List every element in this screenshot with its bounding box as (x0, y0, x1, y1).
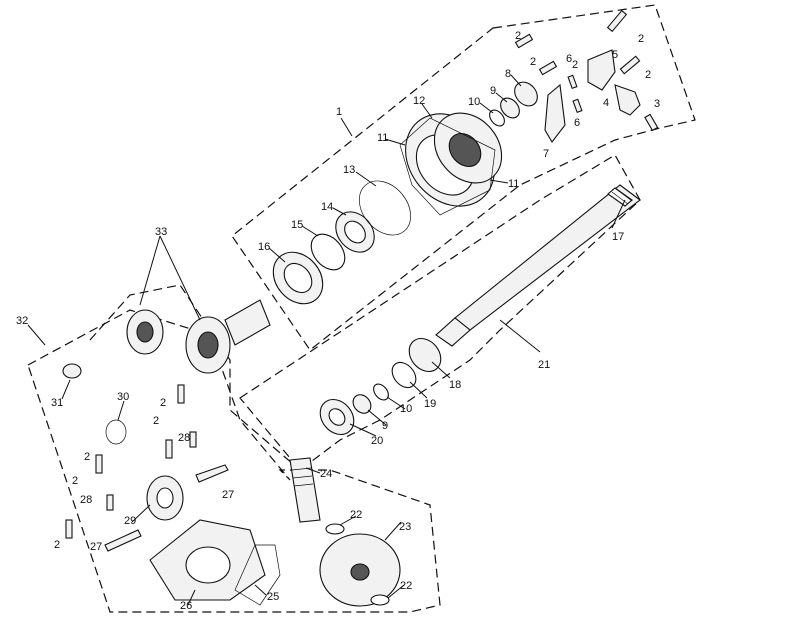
callout-13: 13 (343, 164, 355, 176)
leader-lines (27, 74, 626, 606)
callout-16: 16 (258, 241, 270, 253)
callout-6: 6 (566, 53, 572, 65)
bearing-16 (272, 251, 324, 305)
pin-6b (572, 98, 583, 114)
bracket-5 (587, 49, 616, 91)
callout-7: 7 (543, 148, 549, 160)
callout-5: 5 (612, 49, 618, 61)
callout-15: 15 (291, 219, 303, 231)
callout-29: 29 (124, 515, 136, 527)
bolts-2-left (65, 384, 185, 539)
callout-2: 2 (160, 397, 166, 409)
gasket-11 (399, 117, 496, 216)
callout-2: 2 (530, 56, 536, 68)
group-outline-1 (231, 4, 696, 351)
callout-22: 22 (400, 580, 412, 592)
housing-12 (405, 112, 503, 207)
callout-21: 21 (538, 359, 550, 371)
bracket-27a (195, 464, 229, 483)
callout-11: 11 (377, 132, 388, 144)
callout-26: 26 (180, 600, 192, 612)
callout-2: 2 (84, 451, 90, 463)
plate-7 (544, 83, 566, 143)
circlip-22b (370, 594, 390, 606)
callout-25: 25 (267, 591, 279, 603)
bolts-2-top (514, 9, 641, 76)
callout-11: 11 (508, 178, 519, 190)
callout-3: 3 (654, 98, 660, 110)
seal-8 (514, 81, 538, 107)
callout-22: 22 (350, 509, 362, 521)
callout-2: 2 (515, 30, 521, 42)
callout-10: 10 (400, 403, 412, 415)
pin-6a (567, 74, 578, 90)
lever-4 (614, 84, 641, 116)
callout-32: 32 (16, 315, 28, 327)
callout-9: 9 (490, 85, 496, 97)
snap-ring-15 (310, 233, 346, 271)
ring-19 (391, 361, 417, 389)
callout-23: 23 (399, 521, 411, 533)
callout-10: 10 (468, 96, 480, 108)
callout-19: 19 (424, 398, 436, 410)
callout-27: 27 (90, 541, 102, 553)
callout-20: 20 (371, 435, 383, 447)
callout-28: 28 (178, 432, 190, 444)
callout-labels: 1 2 2 2 2 2 2 2 2 2 2 3 4 5 6 6 7 8 9 9 … (16, 30, 660, 612)
pinion-gear-33 (126, 299, 271, 374)
seal-31 (62, 363, 82, 379)
o-ring-30 (105, 419, 127, 445)
bearing-9 (500, 97, 520, 119)
callout-8: 8 (505, 68, 511, 80)
callout-2: 2 (72, 475, 78, 487)
callout-14: 14 (321, 201, 333, 213)
callout-2: 2 (153, 415, 159, 427)
bearing-14 (335, 211, 375, 253)
callout-12: 12 (413, 95, 425, 107)
callout-33: 33 (155, 226, 167, 238)
bearing-29 (146, 475, 184, 521)
callout-4: 4 (603, 97, 609, 109)
seal-10b (373, 383, 389, 401)
bolts-28 (106, 431, 197, 511)
callout-2: 2 (572, 59, 578, 71)
o-ring-13 (359, 180, 411, 236)
gasket-25 (234, 544, 281, 606)
callout-18: 18 (449, 379, 461, 391)
bracket-27b (104, 529, 142, 552)
callout-6: 6 (574, 117, 580, 129)
circlip-22a (325, 523, 345, 535)
bolt-3 (644, 113, 659, 132)
callout-9: 9 (382, 420, 388, 432)
driven-gear-23 (319, 533, 401, 607)
callout-17: 17 (612, 231, 624, 243)
callout-30: 30 (117, 391, 129, 403)
bearing-9b (352, 394, 372, 414)
bearing-20 (319, 398, 355, 436)
callout-24: 24 (320, 468, 332, 480)
shaft-17 (435, 184, 641, 347)
cover-26-bore (185, 546, 231, 584)
callout-1: 1 (336, 106, 342, 118)
callout-2: 2 (54, 539, 60, 551)
callout-2: 2 (638, 33, 644, 45)
gear-shaft-24 (289, 457, 321, 523)
callout-28: 28 (80, 494, 92, 506)
callout-31: 31 (51, 397, 63, 409)
callout-27: 27 (222, 489, 234, 501)
callout-2: 2 (645, 69, 651, 81)
